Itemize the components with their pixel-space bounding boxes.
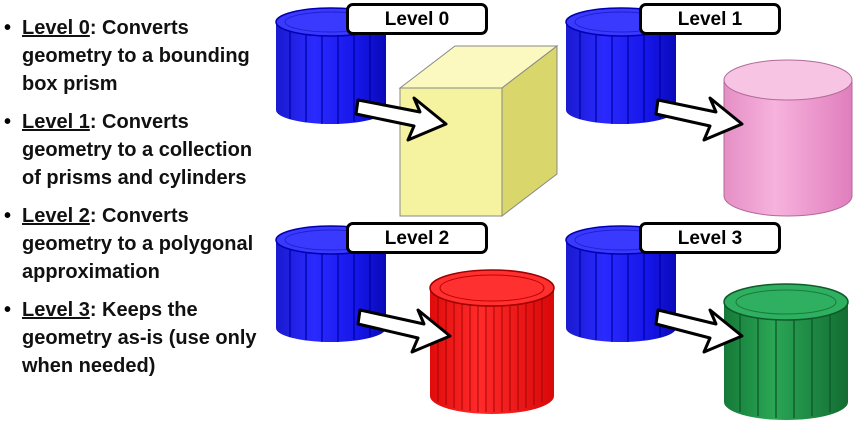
bullet-level-2: • Level 2: Converts geometry to a polygo… (4, 202, 274, 286)
arrow-icon (654, 96, 744, 142)
bullet-dot: • (4, 205, 12, 227)
bullet-level-1: • Level 1: Converts geometry to a collec… (4, 108, 274, 192)
bullet-level-name: Level 0 (22, 17, 90, 39)
label-level-0: Level 0 (346, 3, 488, 35)
bullet-level-name: Level 1 (22, 111, 90, 133)
bullet-description: Converts geometry to a polygonal approxi… (22, 205, 254, 283)
label-level-3: Level 3 (639, 222, 781, 254)
bullet-level-name: Level 2 (22, 205, 90, 227)
panel-level-0 (275, 7, 559, 218)
panel-level-3 (565, 225, 849, 420)
arrow-icon (654, 308, 744, 354)
bullet-description: Keeps the geometry as-is (use only when … (22, 299, 257, 377)
bounding-box-prism (398, 44, 559, 218)
bullet-level-name: Level 3 (22, 299, 90, 321)
bullet-dot: • (4, 111, 12, 133)
bullet-description: Converts geometry to a bounding box pris… (22, 17, 250, 95)
cylinder-shape (723, 59, 853, 217)
panel-level-1 (565, 7, 853, 217)
label-level-1: Level 1 (639, 3, 781, 35)
bullet-level-3: • Level 3: Keeps the geometry as-is (use… (4, 296, 274, 380)
bullet-level-0: • Level 0: Converts geometry to a boundi… (4, 14, 274, 98)
label-level-2: Level 2 (346, 222, 488, 254)
bullet-list: • Level 0: Converts geometry to a boundi… (4, 14, 274, 390)
arrow-icon (356, 308, 452, 354)
bullet-description: Converts geometry to a collection of pri… (22, 111, 253, 189)
polygonal-cylinder-shape (429, 269, 555, 414)
arrow-icon (354, 96, 448, 142)
fluted-cylinder-shape (723, 283, 849, 420)
panel-level-2 (275, 225, 555, 414)
bullet-dot: • (4, 299, 12, 321)
bullet-dot: • (4, 17, 12, 39)
